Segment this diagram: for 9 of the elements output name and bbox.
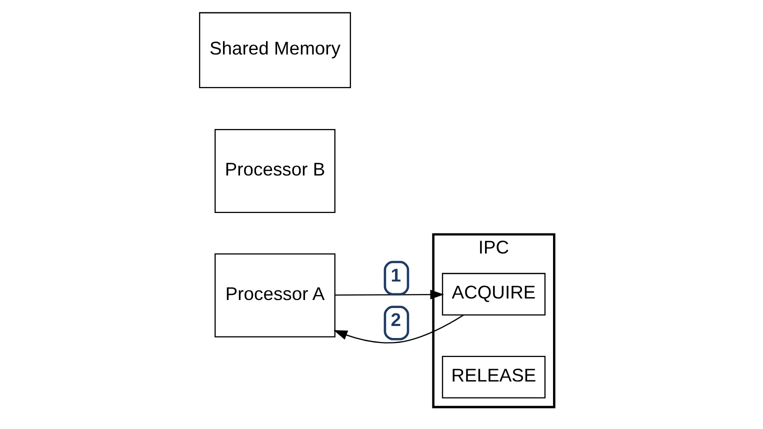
node-box: RELEASE	[442, 356, 546, 398]
edge-label: 2	[390, 309, 401, 330]
arrow	[334, 314, 464, 344]
node-box: ACQUIRE	[442, 272, 546, 316]
arrow	[335, 290, 444, 300]
edge-label: 1	[390, 264, 401, 286]
node-box: Processor A	[214, 253, 336, 338]
node-box: Shared Memory	[199, 12, 351, 88]
node-box: Processor B	[214, 129, 336, 214]
